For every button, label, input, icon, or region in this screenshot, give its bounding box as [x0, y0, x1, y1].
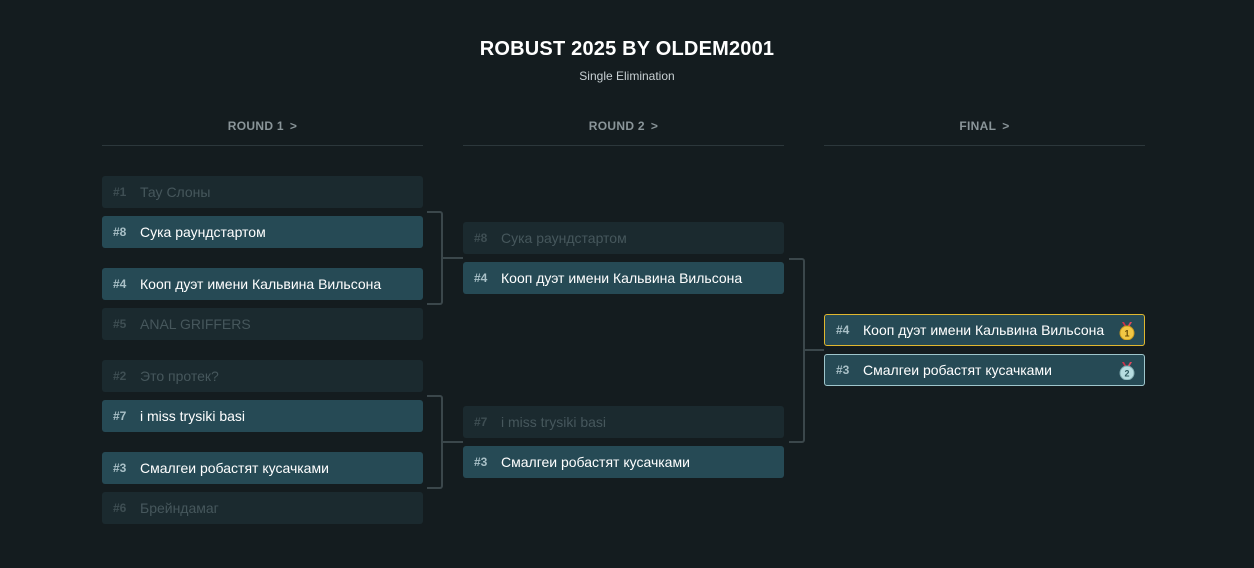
- bracket-connector: [427, 211, 443, 305]
- team-seed: #1: [113, 185, 127, 199]
- team-seed: #6: [113, 501, 127, 515]
- r1-m4-team-top[interactable]: #3 Смалгеи робастят кусачками: [102, 452, 423, 484]
- r1-m3-team-bottom[interactable]: #7 i miss trysiki basi: [102, 400, 423, 432]
- team-seed: #7: [113, 409, 127, 423]
- team-seed: #3: [113, 461, 127, 475]
- team-seed: #8: [474, 231, 488, 245]
- bracket-connector: [805, 349, 824, 351]
- team-seed: #2: [113, 369, 127, 383]
- team-name: Брейндамаг: [140, 500, 219, 516]
- r1-m2-team-top[interactable]: #4 Кооп дуэт имени Кальвина Вильсона: [102, 268, 423, 300]
- team-seed: #4: [474, 271, 488, 285]
- chevron-right-icon: >: [289, 119, 298, 133]
- team-name: Кооп дуэт имени Кальвина Вильсона: [863, 322, 1105, 338]
- team-name: i miss trysiki basi: [501, 414, 607, 430]
- final-team-runner-up[interactable]: #3 Смалгеи робастят кусачками 2: [824, 354, 1145, 386]
- team-name: Смалгеи робастят кусачками: [501, 454, 690, 470]
- team-name: ANAL GRIFFERS: [140, 316, 251, 332]
- r2-m1-team-bottom[interactable]: #4 Кооп дуэт имени Кальвина Вильсона: [463, 262, 784, 294]
- team-name: Кооп дуэт имени Кальвина Вильсона: [140, 276, 382, 292]
- medal-rank: 1: [1124, 329, 1129, 339]
- page-subtitle: Single Elimination: [579, 69, 675, 83]
- team-seed: #8: [113, 225, 127, 239]
- r1-m2-team-bottom[interactable]: #5 ANAL GRIFFERS: [102, 308, 423, 340]
- team-name: Смалгеи робастят кусачками: [863, 362, 1052, 378]
- round-label: ROUND 2: [588, 119, 645, 133]
- bracket-connector: [443, 257, 463, 259]
- team-name: Кооп дуэт имени Кальвина Вильсона: [501, 270, 743, 286]
- chevron-right-icon: >: [650, 119, 659, 133]
- round-header-round-2[interactable]: ROUND 2 >: [463, 108, 784, 146]
- r1-m1-team-top[interactable]: #1 Тау Слоны: [102, 176, 423, 208]
- round-header-round-1[interactable]: ROUND 1 >: [102, 108, 423, 146]
- page-title: ROBUST 2025 BY OLDEM2001: [479, 38, 775, 60]
- team-seed: #4: [113, 277, 127, 291]
- bracket-connector: [789, 258, 805, 443]
- team-seed: #7: [474, 415, 488, 429]
- r1-m3-team-top[interactable]: #2 Это протек?: [102, 360, 423, 392]
- chevron-right-icon: >: [1002, 119, 1010, 133]
- medal-rank: 2: [1124, 369, 1129, 379]
- team-name: i miss trysiki basi: [140, 408, 246, 424]
- team-seed: #4: [836, 323, 850, 337]
- team-seed: #3: [474, 455, 488, 469]
- round-header-final[interactable]: FINAL >: [824, 108, 1145, 146]
- r2-m2-team-bottom[interactable]: #3 Смалгеи робастят кусачками: [463, 446, 784, 478]
- r2-m1-team-top[interactable]: #8 Сука раундстартом: [463, 222, 784, 254]
- silver-medal-icon: 2: [1119, 362, 1135, 380]
- team-name: Это протек?: [140, 368, 219, 384]
- r2-m2-team-top[interactable]: #7 i miss trysiki basi: [463, 406, 784, 438]
- r1-m1-team-bottom[interactable]: #8 Сука раундстартом: [102, 216, 423, 248]
- r1-m4-team-bottom[interactable]: #6 Брейндамаг: [102, 492, 423, 524]
- final-team-champion[interactable]: #4 Кооп дуэт имени Кальвина Вильсона 1: [824, 314, 1145, 346]
- team-seed: #5: [113, 317, 127, 331]
- team-name: Смалгеи робастят кусачками: [140, 460, 329, 476]
- bracket-connector: [427, 395, 443, 489]
- team-name: Тау Слоны: [140, 184, 211, 200]
- bracket-connector: [443, 441, 463, 443]
- team-name: Сука раундстартом: [501, 230, 627, 246]
- round-label: ROUND 1: [227, 119, 284, 133]
- team-name: Сука раундстартом: [140, 224, 266, 240]
- gold-medal-icon: 1: [1119, 322, 1135, 340]
- team-seed: #3: [836, 363, 850, 377]
- round-label: FINAL: [959, 119, 997, 133]
